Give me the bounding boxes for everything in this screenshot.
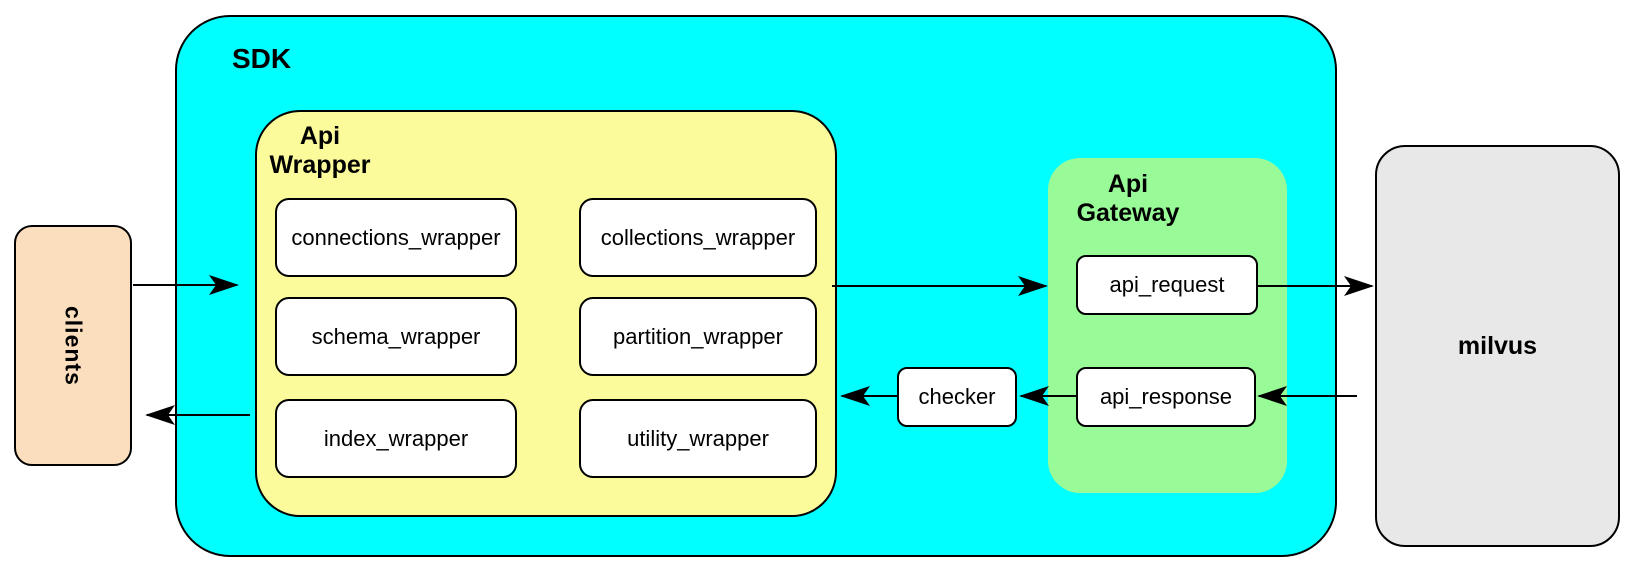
node-api-request: api_request bbox=[1076, 255, 1258, 315]
api-wrapper-label-line2: Wrapper bbox=[269, 150, 371, 179]
node-checker: checker bbox=[897, 367, 1017, 427]
connections-wrapper-label: connections_wrapper bbox=[291, 224, 501, 250]
api-gateway-label-line1: Api bbox=[1107, 170, 1149, 198]
utility-wrapper-label: utility_wrapper bbox=[627, 425, 769, 451]
checker-label: checker bbox=[918, 384, 996, 409]
milvus-label: milvus bbox=[1457, 331, 1538, 360]
node-index-wrapper: index_wrapper bbox=[275, 399, 517, 478]
node-utility-wrapper: utility_wrapper bbox=[579, 399, 817, 478]
api-gateway-label-line2: Gateway bbox=[1076, 198, 1180, 227]
node-api-response: api_response bbox=[1076, 367, 1256, 427]
sdk-label: SDK bbox=[232, 43, 292, 74]
partition-wrapper-label: partition_wrapper bbox=[613, 323, 783, 349]
index-wrapper-label: index_wrapper bbox=[323, 425, 469, 451]
node-api-wrapper: Api Wrapper connections_wrapper collecti… bbox=[255, 110, 837, 517]
api-gateway-label: Api Gateway bbox=[1062, 170, 1194, 228]
node-milvus: milvus bbox=[1375, 145, 1620, 547]
api-request-label: api_request bbox=[1109, 272, 1225, 297]
node-connections-wrapper: connections_wrapper bbox=[275, 198, 517, 277]
clients-label: clients bbox=[60, 305, 87, 386]
schema-wrapper-label: schema_wrapper bbox=[311, 323, 481, 349]
node-partition-wrapper: partition_wrapper bbox=[579, 297, 817, 376]
api-wrapper-label-line1: Api bbox=[299, 122, 341, 150]
node-collections-wrapper: collections_wrapper bbox=[579, 198, 817, 277]
collections-wrapper-label: collections_wrapper bbox=[600, 224, 796, 250]
node-api-gateway: Api Gateway api_request api_response bbox=[1048, 158, 1287, 493]
api-wrapper-label: Api Wrapper bbox=[259, 122, 381, 180]
api-response-label: api_response bbox=[1099, 384, 1233, 409]
node-schema-wrapper: schema_wrapper bbox=[275, 297, 517, 376]
node-clients: clients bbox=[14, 225, 132, 466]
